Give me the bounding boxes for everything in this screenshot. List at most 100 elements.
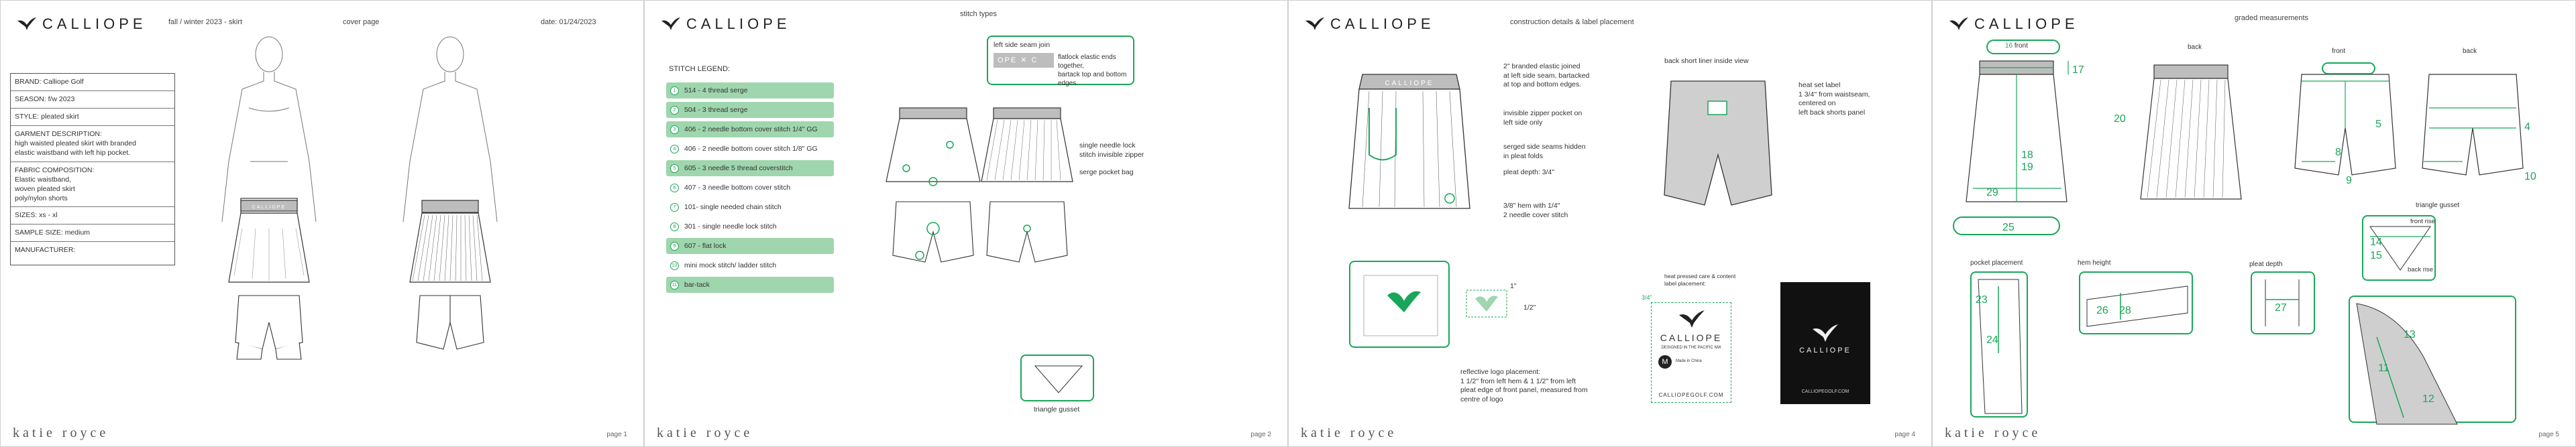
front-skirt-measure [1966, 60, 2069, 202]
spec-sample: SAMPLE SIZE: medium [11, 225, 174, 243]
point-18: 18 [2021, 149, 2033, 161]
front-waist-oval [1986, 40, 2060, 54]
spec-manufacturer: MANUFACTURER: [15, 246, 76, 255]
logo-placement-callout: reflective logo placement: 1 1/2" from l… [1460, 368, 1588, 403]
logo-dim-width: 1" [1510, 282, 1517, 290]
cover-page: CALLIOPE fall / winter 2023 - skirt cove… [0, 0, 644, 447]
point-20: 20 [2114, 113, 2126, 125]
gusset-callout: triangle gusset [1034, 405, 1080, 413]
stitch-code-icon: 2 [670, 105, 679, 115]
front-figure-drawing: CALLIOPE [221, 36, 317, 360]
waistband-callout: 2" branded elastic joined at left side s… [1503, 62, 1590, 89]
svg-text:CALLIOPE: CALLIOPE [1385, 80, 1434, 87]
care-label-black: CALLIOPE CALLIOPEGOLF.COM [1780, 282, 1870, 404]
stitch-code-icon: 6 [670, 183, 679, 192]
stitch-code-icon: 7 [670, 202, 679, 212]
liner-drawing [1664, 80, 1772, 206]
back-shorts-measure [2422, 74, 2524, 176]
page-number: page 1 [606, 431, 627, 438]
shorts-detail-drawing [2356, 303, 2458, 425]
page-number: page 5 [2538, 431, 2559, 438]
back-shorts-label: back [2463, 48, 2477, 55]
back-view-label: back [2188, 44, 2202, 51]
hem-height-label: hem height [2078, 259, 2111, 267]
skirt-construction-drawing: CALLIOPE [1348, 74, 1470, 209]
liner-title: back short liner inside view [1664, 57, 1749, 65]
gusset-label: triangle gusset [2416, 202, 2460, 209]
spec-description: GARMENT DESCRIPTION: high waisted pleate… [11, 126, 174, 162]
spec-brand: BRAND: Calliope Golf [11, 74, 174, 91]
page-title: construction details & label placement [1510, 18, 1634, 26]
pocket-drawing [1978, 279, 2023, 414]
pocket-placement-box [1970, 271, 2028, 418]
label-wordmark: CALLIOPE [1799, 346, 1851, 355]
leaf-logo-icon [1363, 275, 1438, 336]
bird-logo-icon [17, 17, 36, 30]
seams-callout: serged side seams hidden in pleat folds [1503, 143, 1586, 160]
brand-wordmark: CALLIOPE [42, 15, 147, 32]
front-shorts-label: front [2332, 48, 2346, 55]
gusset-measure-box [2362, 215, 2436, 281]
pocket-placement-label: pocket placement [1970, 259, 2023, 267]
section-label: cover page [343, 18, 380, 26]
point-17: 17 [2072, 64, 2084, 76]
logo-dimension-drawing [1466, 290, 1507, 318]
brand-logo: CALLIOPE [17, 15, 147, 33]
bird-logo-icon [1949, 17, 1968, 30]
point-16: 16 front [2005, 42, 2028, 50]
point-26: 26 [2096, 305, 2108, 316]
back-figure-drawing [402, 36, 498, 350]
stitch-code-icon: 10 [670, 261, 679, 270]
front-shorts-waist-oval [2322, 62, 2375, 74]
size-badge: M [1658, 355, 1672, 369]
label-url: CALLIOPEGOLF.COM [1801, 389, 1849, 394]
spec-sizes: SIZES: xs - xl [11, 207, 174, 225]
point-25: 25 [2002, 222, 2015, 233]
point-23: 23 [1976, 294, 1988, 306]
stitch-code-icon: 4 [670, 144, 679, 153]
point-8: 8 [2335, 147, 2341, 158]
graded-measurements-page: CALLIOPE graded measurements 16 front 17… [1932, 0, 2576, 447]
brand-logo: CALLIOPE [1949, 15, 2079, 33]
spec-season: SEASON: f/w 2023 [11, 91, 174, 109]
point-9: 9 [2346, 175, 2352, 186]
pleat-depth-box [2251, 271, 2315, 334]
point-14: 14 [2370, 237, 2382, 248]
logo-placement-detail [1349, 261, 1450, 348]
point-12: 12 [2422, 393, 2434, 405]
point-15: 15 [2370, 250, 2382, 261]
brand-logo: CALLIOPE [661, 15, 791, 33]
point-10: 10 [2524, 171, 2536, 182]
hem-sweep-oval [1953, 216, 2060, 235]
heat-label-callout: heat pressed care & content label placem… [1664, 273, 1736, 288]
page-number: page 4 [1894, 431, 1915, 438]
stitch-code-icon: 11 [670, 280, 679, 290]
date-label: date: 01/24/2023 [541, 18, 596, 26]
footer-brand: katie royce [1945, 426, 2041, 440]
lock-stitch-callout: single needle lock stitch invisible zipp… [1079, 141, 1144, 159]
point-5: 5 [2375, 119, 2381, 130]
back-rise-label: back rise [2408, 266, 2434, 273]
legend-title: STITCH LEGEND: [669, 65, 731, 73]
zipper-callout: invisible zipper pocket on left side onl… [1503, 109, 1582, 127]
back-skirt-measure [2140, 64, 2242, 200]
bird-logo-icon [1679, 310, 1705, 328]
label-made: Made in China [1676, 359, 1702, 363]
hem-drawing [2086, 285, 2188, 327]
point-27: 27 [2275, 302, 2287, 314]
brand-wordmark: CALLIOPE [1330, 15, 1435, 32]
point-29: 29 [1986, 187, 1998, 198]
page-number: page 2 [1250, 431, 1271, 438]
pleat-drawing [2265, 279, 2300, 326]
point-4: 4 [2524, 121, 2530, 133]
hem-callout: 3/8" hem with 1/4" 2 needle cover stitch [1503, 202, 1568, 219]
